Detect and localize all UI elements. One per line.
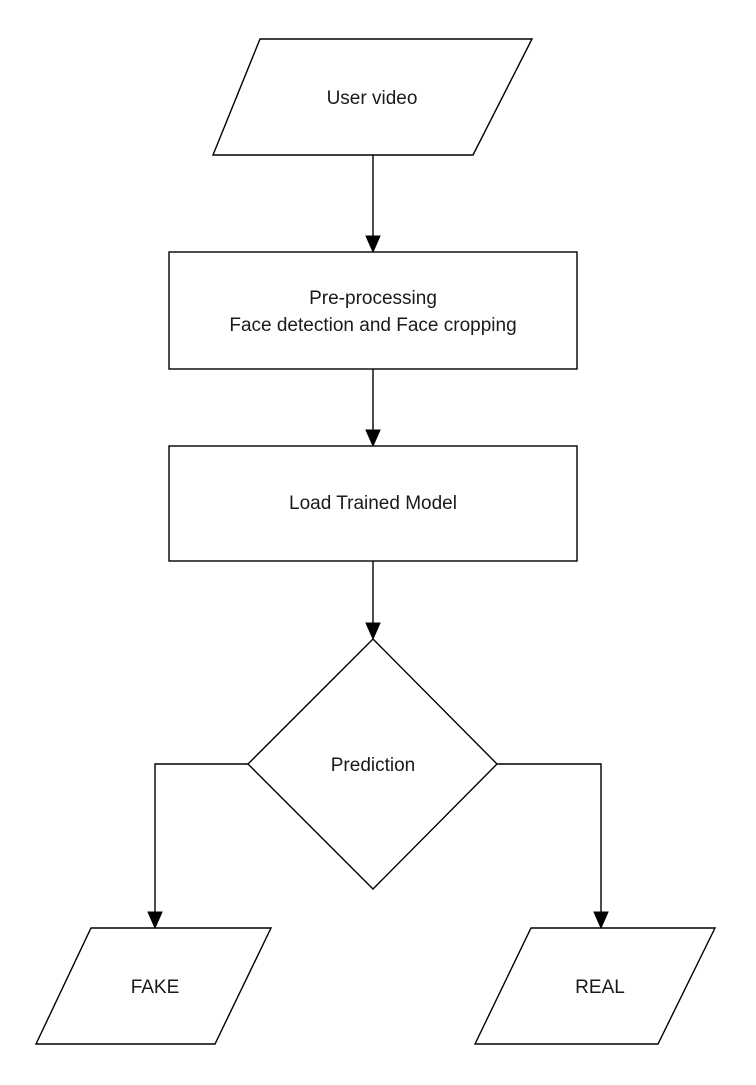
node-user-video: User video — [211, 38, 534, 156]
edge-decision-to-fake — [147, 763, 248, 930]
node-preprocessing: Pre-processing Face detection and Face c… — [168, 251, 578, 370]
edge-input-to-preprocess — [365, 155, 381, 254]
node-fake: FAKE — [34, 927, 273, 1045]
real-label: REAL — [575, 977, 625, 998]
arrowhead-icon — [593, 911, 609, 930]
node-load-model: Load Trained Model — [168, 445, 578, 562]
node-prediction: Prediction — [247, 638, 498, 890]
output-parallelogram — [473, 927, 717, 1045]
edge-decision-to-real — [497, 763, 609, 930]
node-label: Load Trained Model — [289, 493, 457, 514]
process-box — [168, 445, 578, 562]
node-real: REAL — [473, 927, 717, 1045]
edge-model-to-decision — [365, 561, 381, 641]
output-parallelogram — [34, 927, 273, 1045]
edge-preprocess-to-model — [365, 369, 381, 448]
arrowhead-icon — [365, 622, 381, 641]
arrowhead-icon — [365, 235, 381, 254]
arrowhead-icon — [147, 911, 163, 930]
arrowhead-icon — [365, 429, 381, 448]
node-label-line2: Face detection and Face cropping — [229, 315, 516, 336]
node-label-line1: Pre-processing — [309, 288, 437, 309]
node-label: Prediction — [331, 755, 416, 776]
decision-diamond — [247, 638, 498, 890]
input-parallelogram — [211, 38, 534, 156]
fake-label: FAKE — [131, 977, 180, 998]
process-box — [168, 251, 578, 370]
edges — [147, 155, 609, 930]
node-label: User video — [327, 88, 418, 109]
